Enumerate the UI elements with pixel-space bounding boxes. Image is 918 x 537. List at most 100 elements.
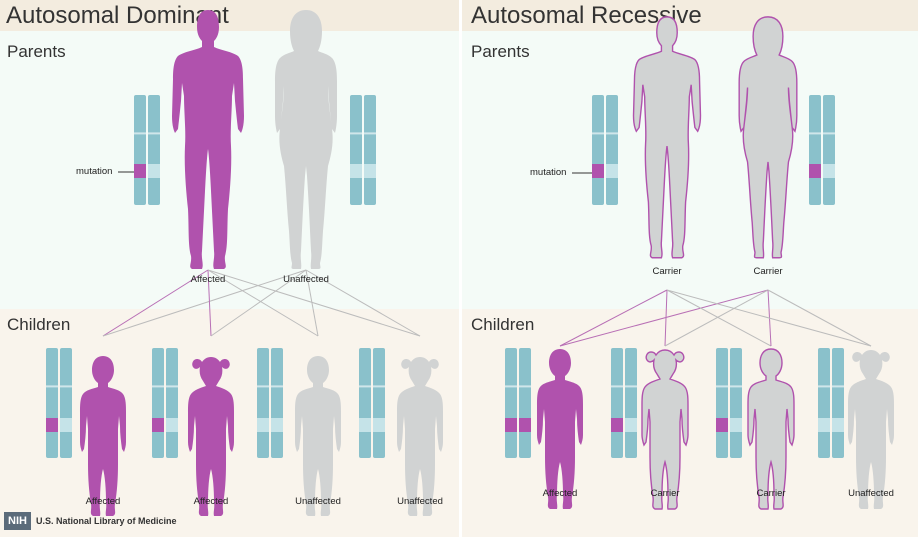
- recessive-child-figure-1: [537, 349, 583, 509]
- recessive-child-label-4: Unaffected: [848, 488, 894, 499]
- dominant-chromosomes-unaffected-parent-chromosome-1: [350, 95, 362, 205]
- dominant-chromosomes-child-4-centromere-2: [373, 385, 385, 388]
- recessive-chromosomes-child-4-chromosome-1: [818, 348, 830, 458]
- dominant-chromosomes-unaffected-parent-centromere-2: [364, 132, 376, 135]
- recessive-child-figure-2: [641, 349, 689, 510]
- recessive-line-parent1-child-3: [666, 289, 772, 347]
- dominant-chromosomes-child-2-band-1: [152, 418, 164, 432]
- dominant-chromosomes-child-3-centromere-1: [257, 385, 269, 388]
- dominant-chromosomes-child-2-centromere-1: [152, 385, 164, 388]
- recessive-chromosomes-parent-2-centromere-2: [823, 132, 835, 135]
- dominant-parents-label: Parents: [7, 42, 66, 61]
- recessive-mutation-label: mutation: [530, 167, 567, 178]
- recessive-parent-label-2: Carrier: [753, 266, 783, 277]
- dominant-line-unaffected-parent-child-1: [102, 269, 307, 337]
- dominant-chromosomes-child-4-chromosome-2: [373, 348, 385, 458]
- dominant-child-figure-3: [295, 356, 341, 516]
- dominant-line-affected-parent-child-3: [207, 269, 319, 337]
- recessive-children-label: Children: [471, 315, 535, 334]
- dominant-chromosomes-child-3: [257, 348, 283, 458]
- dominant-line-affected-parent-child-4: [207, 269, 421, 337]
- recessive-chromosomes-parent-2-centromere-1: [809, 132, 821, 135]
- recessive-chromosomes-child-2-band-1: [611, 418, 623, 432]
- dominant-chromosomes-affected-parent-chromosome-1: [134, 95, 146, 205]
- dominant-chromosomes-child-1-chromosome-2: [60, 348, 72, 458]
- dominant-chromosomes-child-3-band-1: [257, 418, 269, 432]
- recessive-chromosomes-child-2-chromosome-2: [625, 348, 637, 458]
- recessive-chromosomes-child-2-centromere-2: [625, 385, 637, 388]
- dominant-chromosomes-child-2: [152, 348, 178, 458]
- dominant-chromosomes-child-4-centromere-1: [359, 385, 371, 388]
- recessive-child-label-3: Carrier: [756, 488, 786, 499]
- dominant-chromosomes-affected-parent-chromosome-2: [148, 95, 160, 205]
- dominant-chromosomes-child-1-band-1: [46, 418, 58, 432]
- dominant-line-affected-parent-child-1: [102, 269, 209, 337]
- dominant-child-figure-4: [397, 357, 443, 516]
- footer: NIH U.S. National Library of Medicine: [4, 511, 176, 531]
- recessive-child-label-1: Affected: [542, 488, 578, 499]
- recessive-chromosomes-child-1-band-1: [505, 418, 517, 432]
- dominant-chromosomes-unaffected-parent-band-2: [364, 164, 376, 178]
- nlm-name: U.S. National Library of Medicine: [35, 516, 177, 526]
- recessive-line-parent2-child-4: [767, 289, 872, 347]
- recessive-chromosomes-child-1-band-2: [519, 418, 531, 432]
- recessive-chromosomes-child-2-centromere-1: [611, 385, 623, 388]
- dominant-chromosomes-child-2-chromosome-2: [166, 348, 178, 458]
- dominant-mutation-label: mutation: [76, 166, 113, 177]
- dominant-parent-label-1: Affected: [190, 274, 226, 285]
- dominant-chromosomes-affected-parent-centromere-2: [148, 132, 160, 135]
- recessive-line-parent2-child-1: [559, 289, 769, 347]
- recessive-chromosomes-child-1-centromere-2: [519, 385, 531, 388]
- recessive-line-parent1-child-2: [664, 289, 668, 347]
- recessive-title: Autosomal Recessive: [462, 0, 918, 31]
- recessive-chromosomes-child-3-band-1: [716, 418, 728, 432]
- recessive-parents-label: Parents: [471, 42, 530, 61]
- recessive-chromosomes-parent-1-band-1: [592, 164, 604, 178]
- recessive-chromosomes-child-3: [716, 348, 742, 458]
- dominant-chromosomes-child-4: [359, 348, 385, 458]
- recessive-chromosomes-child-4-chromosome-2: [832, 348, 844, 458]
- recessive-chromosomes-parent-2-band-2: [823, 164, 835, 178]
- recessive-chromosomes-parent-1-chromosome-2: [606, 95, 618, 205]
- dominant-chromosomes-child-1-centromere-1: [46, 385, 58, 388]
- recessive-chromosomes-child-3-chromosome-1: [716, 348, 728, 458]
- dominant-chromosomes-affected-parent-band-2: [148, 164, 160, 178]
- recessive-line-parent1-child-1: [559, 289, 668, 347]
- recessive-parent-carrier-mother-figure: [738, 16, 798, 259]
- recessive-chromosomes-child-1-centromere-1: [505, 385, 517, 388]
- dominant-chromosomes-child-3-chromosome-1: [257, 348, 269, 458]
- recessive-chromosomes-child-3-centromere-2: [730, 385, 742, 388]
- dominant-chromosomes-unaffected-parent: [350, 95, 376, 205]
- dominant-child-label-4: Unaffected: [397, 496, 443, 507]
- dominant-line-unaffected-parent-child-4: [305, 269, 421, 337]
- dominant-chromosomes-child-3-centromere-2: [271, 385, 283, 388]
- recessive-chromosomes-child-3-chromosome-2: [730, 348, 742, 458]
- recessive-chromosomes-child-1: [505, 348, 531, 458]
- dominant-parent-unaffected-figure: [275, 10, 337, 269]
- recessive-parent-carrier-father-figure: [632, 16, 702, 259]
- recessive-chromosomes-parent-2-band-1: [809, 164, 821, 178]
- dominant-chromosomes-child-4-chromosome-1: [359, 348, 371, 458]
- dominant-chromosomes-child-3-chromosome-2: [271, 348, 283, 458]
- dominant-line-affected-parent-child-2: [207, 269, 212, 337]
- recessive-chromosomes-child-3-centromere-1: [716, 385, 728, 388]
- recessive-child-figure-3: [747, 348, 795, 510]
- dominant-chromosomes-child-2-centromere-2: [166, 385, 178, 388]
- dominant-chromosomes-unaffected-parent-centromere-1: [350, 132, 362, 135]
- dominant-chromosomes-child-1-chromosome-1: [46, 348, 58, 458]
- recessive-chromosomes-parent-1-chromosome-1: [592, 95, 604, 205]
- recessive-child-figure-4: [848, 350, 894, 509]
- recessive-child-label-2: Carrier: [650, 488, 680, 499]
- figures: [46, 10, 894, 516]
- dominant-chromosomes-affected-parent-band-1: [134, 164, 146, 178]
- dominant-child-figure-2: [188, 357, 234, 516]
- dominant-child-label-3: Unaffected: [295, 496, 341, 507]
- recessive-chromosomes-child-4-band-1: [818, 418, 830, 432]
- dominant-line-unaffected-parent-child-3: [305, 269, 319, 337]
- recessive-chromosomes-child-3-band-2: [730, 418, 742, 432]
- dominant-parent-affected-figure: [172, 10, 244, 269]
- inheritance-lines: [102, 269, 872, 347]
- recessive-chromosomes-child-4: [818, 348, 844, 458]
